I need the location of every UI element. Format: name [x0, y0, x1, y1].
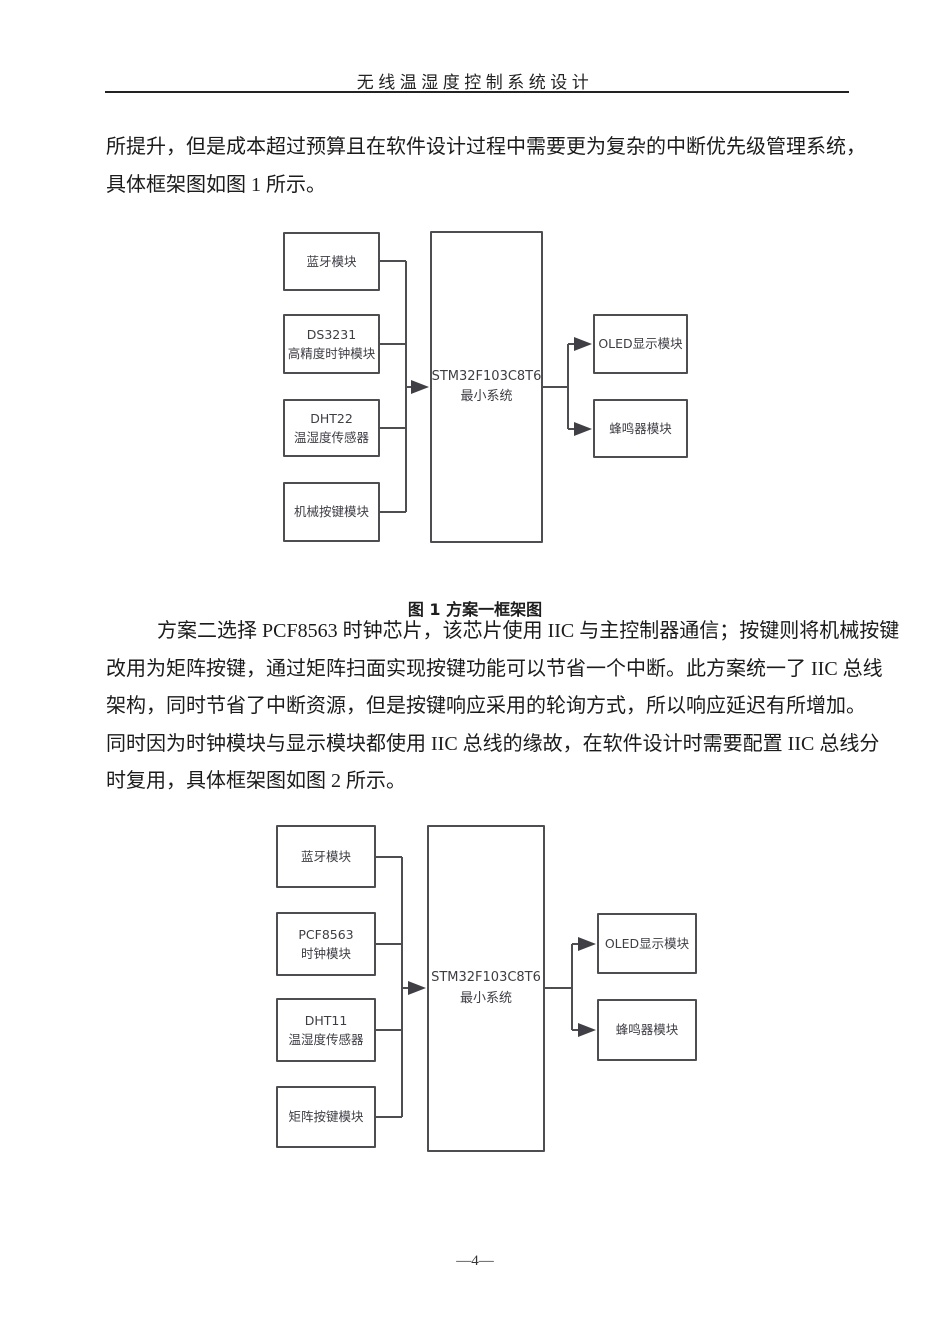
header-rule [105, 91, 849, 93]
fig2-dht11-sensor-box: DHT11 温湿度传感器 [276, 998, 376, 1062]
fig1-oled-display-module-box: OLED显示模块 [593, 314, 688, 374]
box-label: STM32F103C8T6 最小系统 [431, 970, 541, 1006]
box-label: STM32F103C8T6 最小系统 [431, 368, 542, 404]
box-label: 蓝牙模块 [306, 253, 357, 269]
text-line: 架构，同时节省了中断资源，但是按键响应采用的轮询方式，所以响应延迟有所增加。 [106, 695, 866, 717]
text-line: 方案二选择 PCF8563 时钟芯片，该芯片使用 IIC 与主控制器通信；按键则… [157, 620, 900, 642]
box-label: DS3231 高精度时钟模块 [287, 326, 376, 361]
paragraph-2: 方案二选择 PCF8563 时钟芯片，该芯片使用 IIC 与主控制器通信；按键则… [106, 613, 900, 801]
text-line: 改用为矩阵按键，通过矩阵扫面实现按键功能可以节省一个中断。此方案统一了 IIC … [106, 657, 883, 680]
figure-1-caption: 图 1 方案一框架图 [407, 600, 543, 619]
fig1-stm32-mcu-box: STM32F103C8T6 最小系统 [430, 231, 543, 543]
paragraph-1: 所提升，但是成本超过预算且在软件设计过程中需要更为复杂的中断优先级管理系统， 具… [106, 129, 866, 204]
fig2-bluetooth-module-box: 蓝牙模块 [276, 825, 376, 888]
box-label: PCF8563 时钟模块 [298, 926, 354, 961]
box-label: 机械按键模块 [293, 504, 369, 520]
fig1-buzzer-module-box: 蜂鸣器模块 [593, 399, 688, 458]
page-number: —4— [456, 1253, 494, 1269]
fig2-oled-display-module-box: OLED显示模块 [597, 913, 697, 974]
box-label: 蜂鸣器模块 [609, 420, 672, 436]
box-label: OLED显示模块 [604, 935, 690, 951]
text-line: 具体框架图如图 1 所示。 [106, 173, 326, 196]
fig1-bluetooth-module-box: 蓝牙模块 [283, 232, 380, 291]
box-label: 矩阵按键模块 [288, 1109, 364, 1125]
text-line: 同时因为时钟模块与显示模块都使用 IIC 总线的缘故，在软件设计时需要配置 II… [106, 732, 880, 755]
box-label: OLED显示模块 [598, 336, 683, 352]
box-label: 蓝牙模块 [300, 848, 351, 864]
fig2-pcf8563-clock-module-box: PCF8563 时钟模块 [276, 912, 376, 976]
fig2-matrix-key-module-box: 矩阵按键模块 [276, 1086, 376, 1148]
box-label: DHT22 温湿度传感器 [293, 410, 369, 445]
fig1-mechanical-key-module-box: 机械按键模块 [283, 482, 380, 542]
fig1-ds3231-clock-module-box: DS3231 高精度时钟模块 [283, 314, 380, 374]
box-label: 蜂鸣器模块 [615, 1022, 679, 1038]
page-header-title: 无线温湿度控制系统设计 [356, 73, 594, 92]
fig1-dht22-sensor-box: DHT22 温湿度传感器 [283, 399, 380, 457]
text-line: 所提升，但是成本超过预算且在软件设计过程中需要更为复杂的中断优先级管理系统， [106, 136, 866, 158]
fig2-stm32-mcu-box: STM32F103C8T6 最小系统 [427, 825, 545, 1152]
text-line: 时复用，具体框架图如图 2 所示。 [106, 770, 406, 792]
fig2-buzzer-module-box: 蜂鸣器模块 [597, 999, 697, 1061]
box-label: DHT11 温湿度传感器 [288, 1012, 364, 1047]
